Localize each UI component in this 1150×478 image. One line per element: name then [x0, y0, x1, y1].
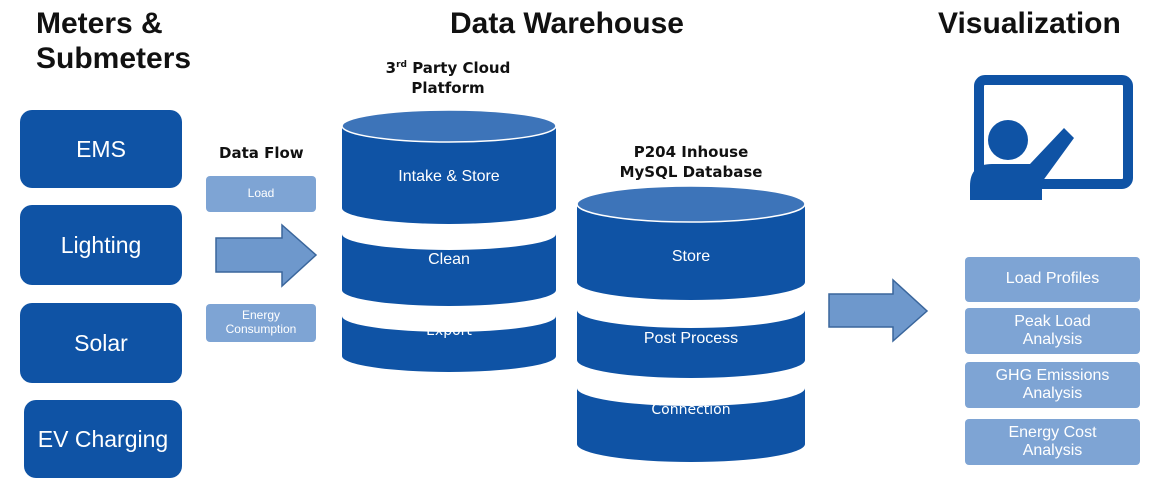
cloud-stage-export-label: Export: [426, 323, 472, 339]
meter-box-ems: EMS: [20, 110, 182, 188]
viz-box-energy-cost: Energy Cost Analysis: [965, 419, 1140, 465]
cloud-title-superscript: rd: [396, 60, 407, 70]
data-flow-title: Data Flow: [219, 144, 304, 162]
cloud-title-line1: 3rd Party Cloud: [358, 58, 538, 78]
cloud-stage-export-shape: [342, 316, 556, 372]
meters-heading-line1: Meters &: [36, 7, 163, 40]
meter-box-lighting: Lighting: [20, 205, 182, 285]
cloud-stage-clean-label: Clean: [428, 251, 470, 268]
meters-heading-line2: Submeters: [36, 42, 192, 76]
viz-ghg-line1: GHG Emissions: [995, 366, 1110, 384]
meter-box-solar: Solar: [20, 303, 182, 383]
cloud-stage-clean-shape: [342, 234, 556, 306]
viz-energy-cost-line2: Analysis: [1022, 442, 1083, 459]
energy-label-line1: Energy: [241, 308, 281, 323]
cloud-title-rest: Party Cloud: [406, 59, 511, 77]
viz-energy-cost-line1: Energy Cost: [1008, 423, 1097, 441]
data-flow-energy-box: Energy Consumption: [206, 304, 316, 342]
energy-label-line2: Consumption: [225, 322, 297, 336]
meters-heading: Meters & Submeters: [36, 6, 191, 76]
cloud-title-prefix: 3: [385, 59, 397, 77]
mysql-title-line1: P204 Inhouse: [633, 143, 749, 161]
mysql-stage-connection-shape: [577, 388, 805, 462]
mysql-cylinder: [576, 185, 806, 462]
mysql-title-line2: MySQL Database: [619, 163, 763, 182]
mysql-stage-connection-label: Connection: [651, 402, 731, 418]
presentation-board-icon: [970, 75, 1133, 200]
viz-box-ghg-emissions: GHG Emissions Analysis: [965, 362, 1140, 408]
mysql-stage-post-process-label: Post Process: [643, 330, 739, 347]
viz-box-load-profiles: Load Profiles: [965, 257, 1140, 302]
flow-arrow-left: [215, 223, 318, 288]
cloud-cylinder: [341, 109, 557, 372]
viz-box-peak-load: Peak Load Analysis: [965, 308, 1140, 354]
visualization-heading: Visualization: [938, 7, 1121, 40]
viz-peak-load-line1: Peak Load: [1014, 312, 1091, 330]
cloud-title-line2: Platform: [411, 79, 485, 98]
meter-box-ev-charging: EV Charging: [24, 400, 182, 478]
warehouse-heading: Data Warehouse: [450, 7, 684, 40]
flow-arrow-right: [828, 278, 929, 343]
viz-ghg-line2: Analysis: [1022, 385, 1083, 402]
mysql-title: P204 Inhouse MySQL Database: [601, 142, 781, 183]
mysql-top-ellipse: [576, 185, 806, 223]
viz-peak-load-line2: Analysis: [1022, 331, 1083, 348]
cloud-top-ellipse: [341, 109, 557, 143]
mysql-stage-post-process-shape: [577, 310, 805, 378]
mysql-stage-store-label: Store: [671, 248, 711, 265]
viz-load-profiles-line1: Load Profiles: [1005, 270, 1100, 288]
cloud-title: 3rd Party Cloud Platform: [358, 58, 538, 99]
cloud-stage-intake-label: Intake & Store: [398, 168, 500, 185]
data-flow-load-box: Load: [206, 176, 316, 212]
